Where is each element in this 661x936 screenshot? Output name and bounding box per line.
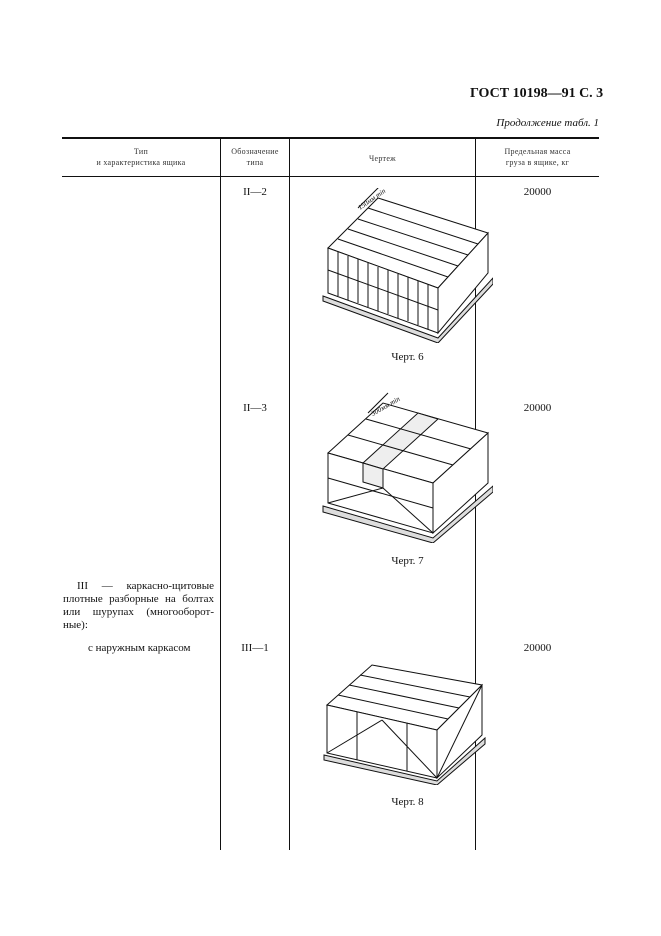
column-header-mass: Предельная масса груза в ящике, кг — [476, 146, 599, 168]
header-line: Тип — [133, 147, 149, 156]
desc-line: плотные разборные на болтах — [63, 593, 214, 605]
table-top-border — [62, 137, 599, 139]
drawing-caption: Черт. 8 — [391, 796, 424, 808]
crate-drawing-7: 300мм min — [322, 392, 493, 543]
type-description: с наружным каркасом — [88, 642, 191, 654]
header-line: Обозначение — [231, 147, 279, 156]
crate-drawing-8 — [323, 664, 486, 785]
desc-line: или шурупах (многооборот- — [63, 606, 214, 618]
column-header-drawing: Чертеж — [368, 154, 397, 163]
table-continuation-label: Продолжение табл. 1 — [496, 117, 599, 129]
column-divider — [289, 138, 290, 850]
max-mass: 20000 — [523, 186, 552, 198]
crate-drawing-6: 150мм min — [322, 188, 493, 343]
header-line: и характеристика ящика — [96, 158, 186, 167]
type-code: III—1 — [241, 642, 269, 654]
table-header-border — [62, 176, 599, 177]
header-line: Предельная масса — [504, 147, 571, 156]
drawing-caption: Черт. 6 — [391, 351, 424, 363]
desc-line: III — каркасно-щитовые — [77, 580, 214, 592]
header-line: типа — [246, 158, 264, 167]
column-header-code: Обозначение типа — [221, 146, 289, 168]
type-code: II—3 — [243, 402, 267, 414]
group-description: III — каркасно-щитовые плотные разборные… — [63, 580, 214, 632]
type-code: II—2 — [243, 186, 267, 198]
document-id: ГОСТ 10198—91 С. 3 — [470, 86, 604, 101]
header-line: груза в ящике, кг — [505, 158, 570, 167]
column-divider — [220, 138, 221, 850]
max-mass: 20000 — [523, 402, 552, 414]
drawing-caption: Черт. 7 — [391, 555, 424, 567]
column-header-type: Тип и характеристика ящика — [62, 146, 220, 168]
desc-line: ные): — [63, 619, 88, 631]
max-mass: 20000 — [523, 642, 552, 654]
